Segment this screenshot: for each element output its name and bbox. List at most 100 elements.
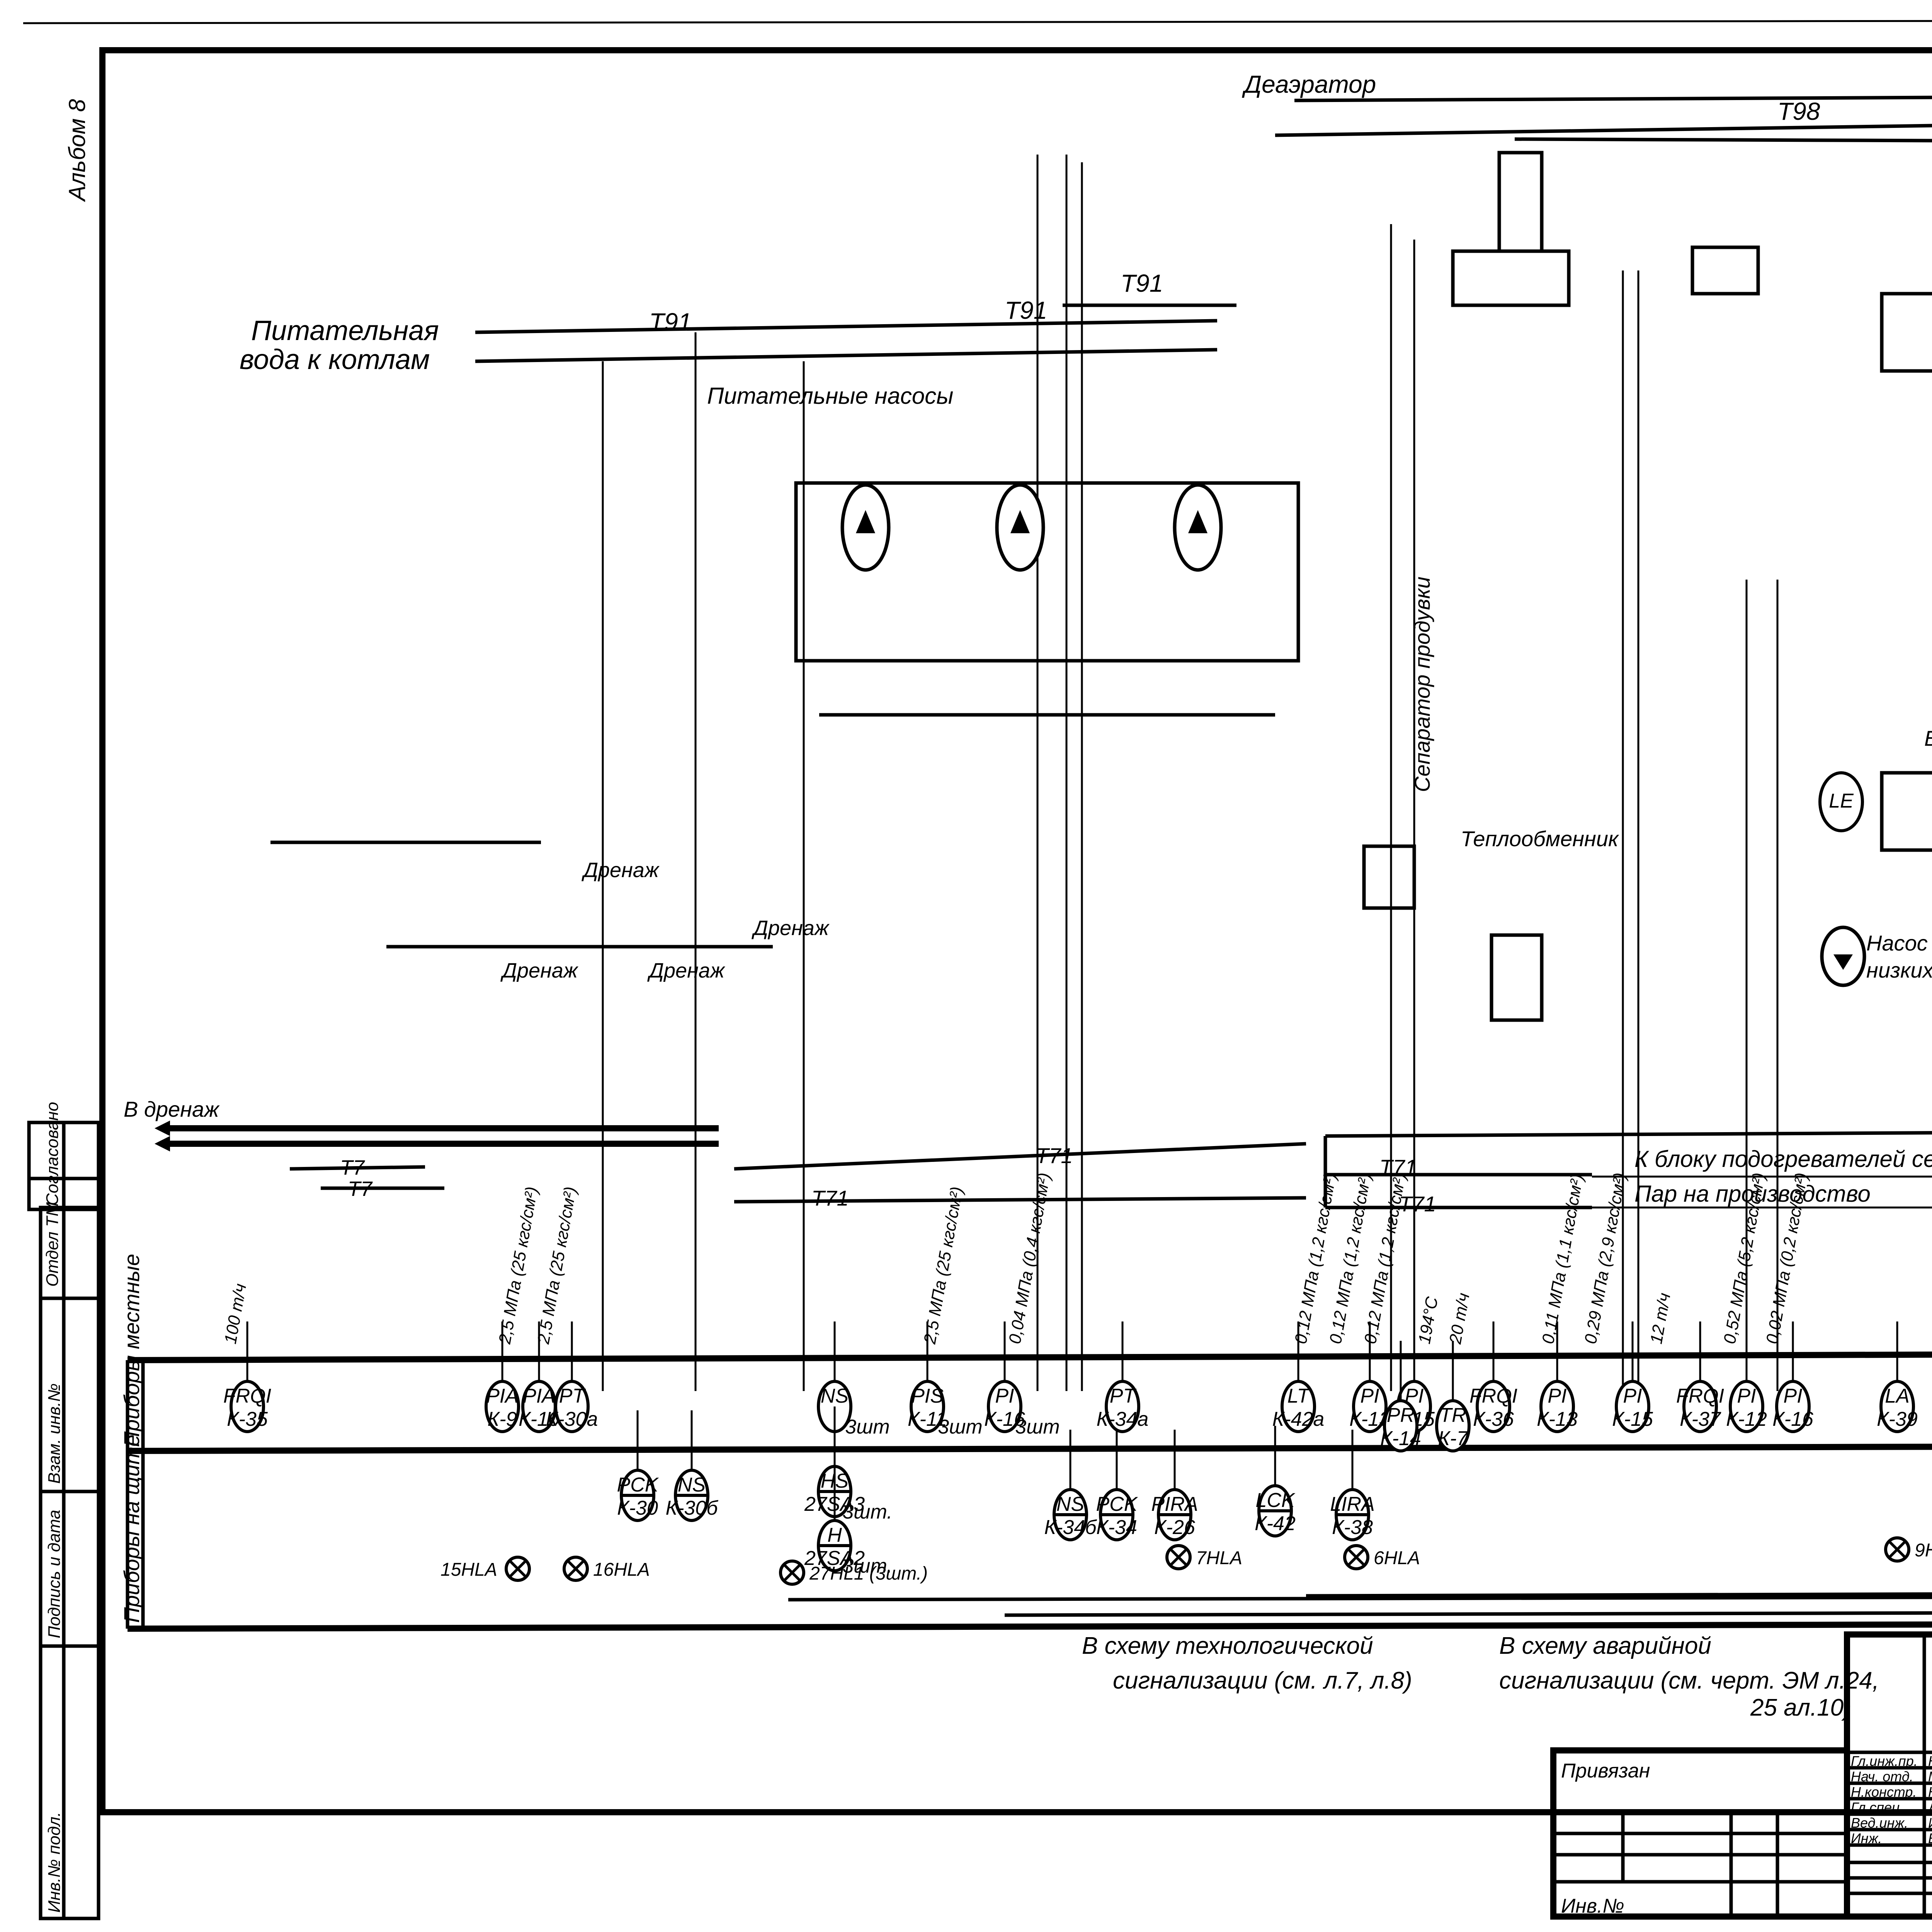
signature-name: Индане [1928,1815,1932,1831]
instrument-tag: К-12 [1726,1408,1767,1430]
line-tag: Т71 [1036,1143,1073,1168]
feed-pump[interactable] [1173,483,1223,572]
signature-role: Н.констр. [1851,1784,1917,1800]
instrument-lt[interactable]: LTК-42а [1272,1321,1325,1433]
instrument-pi[interactable]: PIК-13 [1349,1321,1390,1433]
line-tag: Т98 [1777,97,1820,125]
instrument-tag: К-13 [1537,1408,1578,1430]
instrument-note: 3шт. [842,1555,892,1577]
instrument-code: PIRA [1151,1493,1198,1515]
feed-pump[interactable] [840,483,891,572]
instrument-ns[interactable]: NSК-30б [665,1410,718,1522]
drain-label: Дренаж [752,917,830,940]
instrument-code: PI [1623,1385,1642,1407]
instrument-pi[interactable]: PIК-13 [1537,1321,1578,1433]
heat-exchanger[interactable] [1490,933,1544,1022]
low-points-pump[interactable] [1820,925,1866,987]
deaerator[interactable] [1451,151,1571,307]
signature-name: Нидбальский [1928,1753,1932,1769]
instrument-pi[interactable]: PIК-16 [1772,1321,1813,1433]
feed-pump[interactable] [995,483,1045,572]
instrument-pi[interactable]: PIК-15 [1612,1321,1653,1433]
instrument-tag: К-7 [1438,1427,1469,1450]
instrument-note: 3шт. [842,1501,892,1523]
small-vessel [1690,245,1760,296]
instrument-tag: К-10 [519,1408,560,1430]
instrument-code: PIS [911,1385,944,1407]
instrument-pr[interactable]: PRК-14 [1380,1341,1421,1452]
instrument-code: PCK [1096,1493,1138,1515]
instrument-tag: К-30б [665,1497,718,1519]
instrument-code: TR [1439,1404,1466,1427]
local-instruments: FRQIК-35PIAК-9PIAК-10PTК-30аNS3штPISК-11… [223,1321,1918,1438]
instrument-tag: К-34б [1044,1516,1097,1539]
instrument-code: LA [1885,1385,1910,1407]
instrument-tag: К-11 [908,1408,947,1430]
signature-role: Вед.инж. [1851,1815,1908,1831]
blowdown-separator[interactable] [1362,844,1416,910]
to-emergency-alarm-label-2: сигнализации (см. черт. ЭМ л.24, [1499,1667,1879,1694]
signature-name: Дружинина [1927,1799,1932,1815]
signature-name: Еримова [1928,1830,1932,1846]
instrument-tr[interactable]: TRК-7 [1435,1341,1471,1452]
instrument-note: 3шт [1015,1416,1060,1438]
steam-to-production-label: Пар на производство [1634,1181,1871,1207]
instrument-la[interactable]: LAК-39 [1877,1321,1918,1433]
instrument-code: PCK [617,1474,659,1496]
instrument-pt[interactable]: PTК-34а [1097,1321,1149,1433]
signature-role: Гл.инж.пр. [1851,1753,1918,1769]
process-value: 20 т/ч [1446,1291,1473,1345]
instrument-tag: К-16 [984,1408,1025,1430]
vertical-process-lines [1390,224,1779,1391]
feed-water-label-1: Питательная [251,315,439,346]
instrument-tag: К-35 [227,1408,268,1430]
stamp-sign-date: Подпись и дата [45,1510,64,1638]
vapor-cooler[interactable] [1880,292,1932,373]
lamp-label: 7HLA [1196,1548,1242,1568]
drain-label: Дренаж [500,959,579,982]
instrument-code: PR [1387,1404,1415,1427]
instrument-code: PT [1110,1385,1137,1407]
low-points-tank[interactable] [1880,771,1932,852]
instrument-code: FRQI [1469,1385,1517,1407]
instrument-code: NS [821,1385,849,1407]
t71-headers [734,1131,1932,1209]
process-value: 2,5 МПа (25 кгс/см²) [495,1185,541,1345]
instrument-tag: К-42 [1255,1512,1296,1535]
instrument-code: FRQI [223,1385,271,1407]
instrument-code: FRQI [1676,1385,1724,1407]
to-tech-alarm-label-2: сигнализации (см. л.7, л.8) [1113,1667,1412,1694]
heat-exchanger-label: Теплообменник [1461,827,1619,851]
instrument-ns[interactable]: NSК-34б [1044,1430,1097,1541]
instrument-code: PIA [523,1385,555,1407]
feed-water-label-2: вода к котлам [240,344,430,375]
instrument-tag: К-30 [617,1497,658,1519]
process-value: 2,5 МПа (25 кгс/см²) [534,1185,580,1345]
instrument-tag: К-42а [1272,1408,1325,1430]
line-tag: Т7 [348,1177,373,1201]
album-label: Альбом 8 [64,99,90,202]
signature-role: Инж. [1851,1830,1882,1846]
level-element[interactable]: LE [1818,771,1864,832]
instrument-pt[interactable]: PTК-30а [546,1321,598,1433]
instrument-tag: К-38 [1332,1516,1373,1539]
instrument-tag: К-16 [1772,1408,1813,1430]
instrument-pi[interactable]: PIК-12 [1726,1321,1767,1433]
